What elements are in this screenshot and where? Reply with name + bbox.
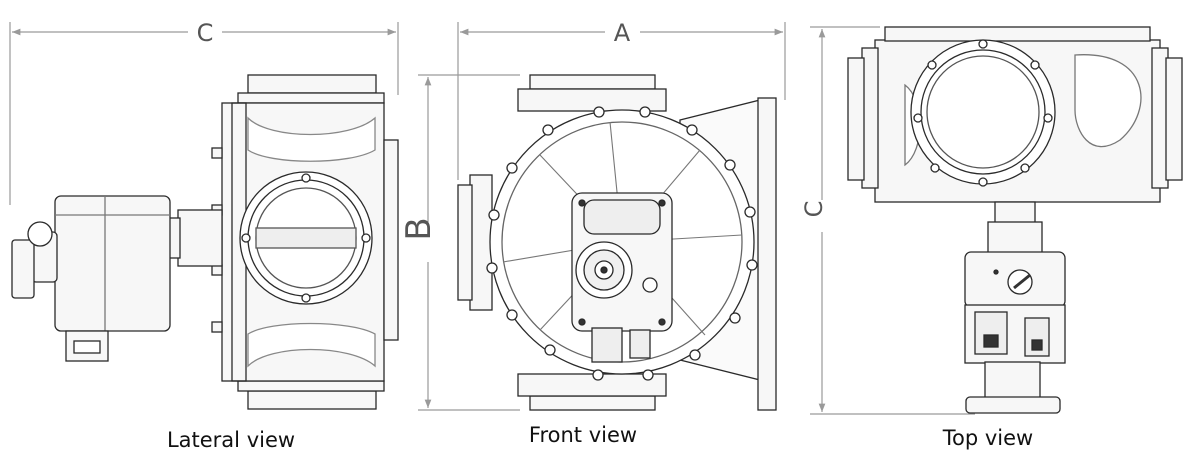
dimension-lines [9, 22, 975, 415]
top-view-caption: Top view [942, 426, 1034, 450]
front-view-drawing [457, 74, 777, 411]
lateral-view-drawing [11, 74, 399, 410]
lateral-view-caption: Lateral view [166, 428, 296, 452]
dimension-label-top-c: C [800, 201, 828, 218]
dimension-label-front-a: A [614, 19, 631, 47]
top-view-drawing [847, 26, 1183, 414]
front-view-caption: Front view [528, 423, 638, 447]
dimension-top-height [810, 26, 975, 415]
dimension-front-width [457, 22, 786, 180]
dimension-label-lateral-c: C [197, 19, 214, 47]
dimension-label-front-b: B [399, 217, 439, 240]
dimension-front-height [418, 74, 520, 411]
dimension-lateral-width [9, 22, 399, 205]
